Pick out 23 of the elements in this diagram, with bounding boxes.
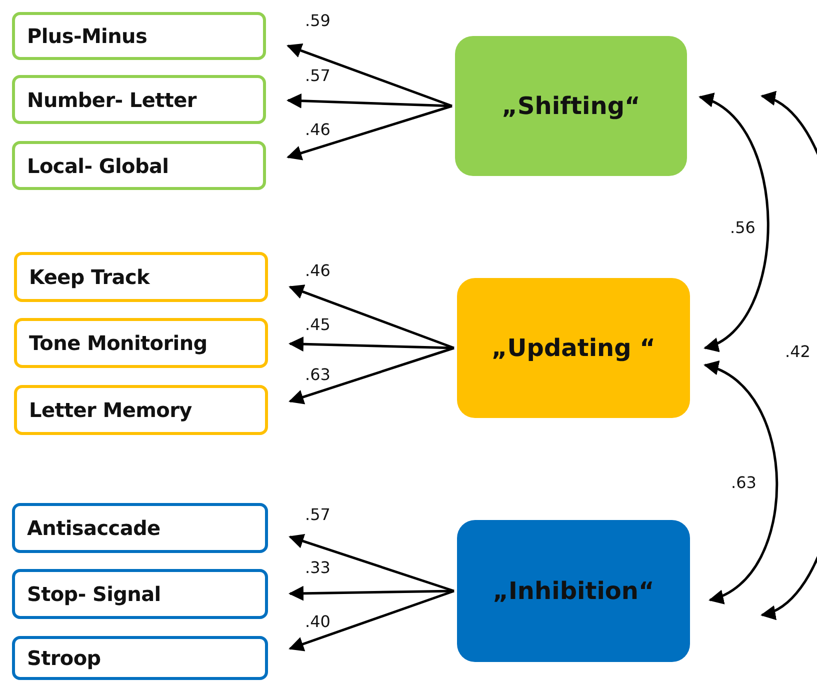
task-box: Keep Track [14, 252, 268, 302]
loading-arrow [288, 336, 454, 352]
loading-arrow [288, 346, 454, 404]
task-box: Number- Letter [12, 75, 266, 124]
correlation-arrow [704, 362, 778, 602]
correlation-arrow [698, 95, 770, 350]
task-box: Local- Global [12, 141, 266, 190]
task-box: Stop- Signal [12, 569, 268, 619]
task-box: Antisaccade [12, 503, 268, 553]
factor-box: „Updating “ [457, 278, 690, 418]
loading-arrow [286, 43, 452, 108]
loading-arrow [286, 104, 452, 160]
task-box: Plus-Minus [12, 12, 266, 60]
task-box: Stroop [12, 636, 268, 680]
loading-arrow [286, 93, 452, 108]
loading-arrow [288, 534, 454, 592]
task-box: Letter Memory [14, 385, 268, 435]
loading-arrow [288, 284, 454, 350]
factor-box: „Shifting“ [455, 36, 687, 176]
loading-arrow [288, 586, 454, 601]
factor-box: „Inhibition“ [457, 520, 690, 662]
loading-arrow [288, 590, 454, 652]
task-box: Tone Monitoring [14, 318, 268, 368]
